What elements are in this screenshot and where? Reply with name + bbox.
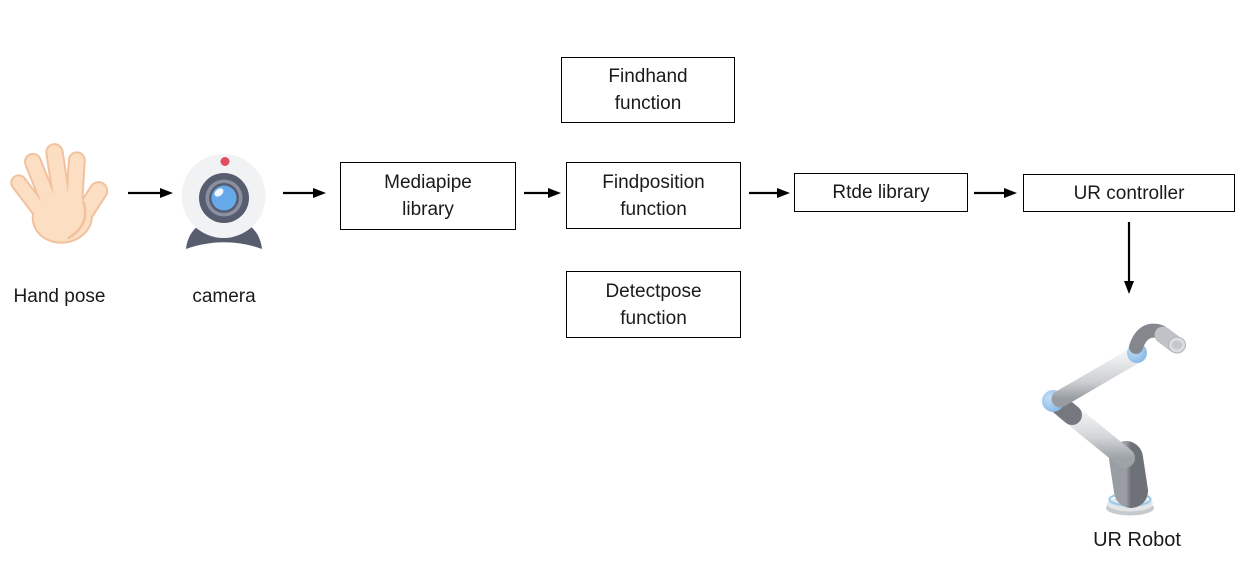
box-label-line: Findposition — [602, 171, 705, 193]
box-label-line: function — [620, 198, 687, 220]
arrow-urcontroller-to-robot — [1124, 222, 1134, 294]
robot-arm-icon — [1042, 323, 1186, 516]
box-label-line: Findhand — [608, 66, 688, 87]
detectpose-function-box: Detectpose function — [566, 271, 741, 338]
ur-robot-label: UR Robot — [1093, 529, 1181, 551]
arrow-mediapipe-to-findposition — [524, 188, 561, 198]
camera-label: camera — [192, 286, 256, 307]
rtde-library-box: Rtde library — [794, 173, 968, 212]
box-label-line: Rtde library — [832, 182, 930, 203]
webcam-icon — [182, 154, 266, 249]
findposition-function-box: Findposition function — [566, 162, 741, 229]
arrow-findposition-to-rtde — [749, 188, 790, 198]
hand-pose-label: Hand pose — [13, 286, 106, 307]
mediapipe-library-box: Mediapipe library — [340, 162, 516, 230]
box-label-line: Detectpose — [605, 280, 702, 302]
box-label-line: library — [402, 199, 454, 220]
ur-controller-box: UR controller — [1023, 174, 1235, 212]
box-label-line: UR controller — [1073, 182, 1185, 204]
arrow-hand-to-camera — [128, 188, 173, 198]
hand-icon — [10, 143, 109, 244]
box-label-line: Mediapipe — [384, 172, 472, 193]
arrow-rtde-to-urcontroller — [974, 188, 1017, 198]
box-label-line: function — [614, 93, 682, 114]
box-label-line: function — [620, 307, 687, 329]
findhand-function-box: Findhand function — [561, 57, 735, 123]
arrow-camera-to-mediapipe — [283, 188, 326, 198]
